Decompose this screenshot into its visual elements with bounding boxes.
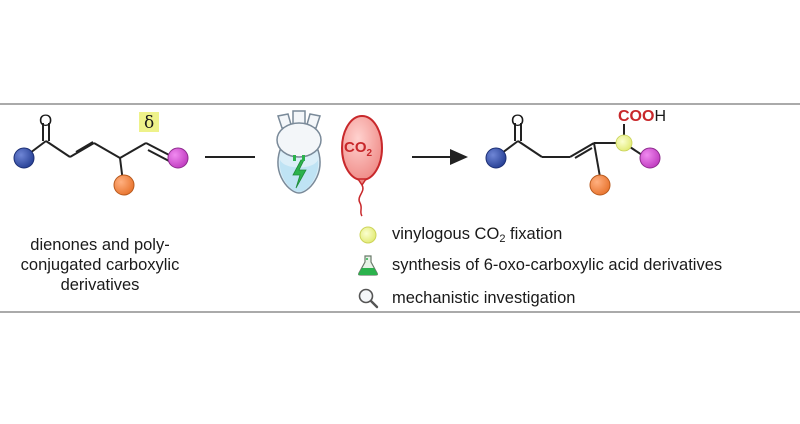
- magnifier-icon: [358, 288, 379, 309]
- reactant-caption-line-3: derivatives: [60, 276, 140, 294]
- feature-synthesis-text: synthesis of 6-oxo-carboxylic acid deriv…: [392, 255, 723, 274]
- substituent-blue: [13, 147, 35, 169]
- feature-mechanistic-text: mechanistic investigation: [392, 288, 576, 307]
- reactant-caption: dienones and poly- conjugated carboxylic…: [0, 235, 200, 295]
- product-ketone-o: O: [511, 111, 524, 130]
- feature-vinylogous-text: vinylogous CO2 fixation: [392, 225, 563, 245]
- reactant-caption-line-1: dienones and poly-: [30, 236, 170, 254]
- balloon-co2-label: CO2: [344, 139, 373, 159]
- vinylogous-site-highlight: [615, 134, 633, 152]
- product-substituent-magenta: [639, 147, 661, 169]
- co2-balloon-icon: [341, 115, 383, 217]
- delta-highlight: [139, 112, 159, 132]
- substituent-orange: [113, 174, 135, 196]
- delta-label: δ: [144, 113, 154, 133]
- substituent-magenta: [167, 147, 189, 169]
- product-substituent-blue: [485, 147, 507, 169]
- product-cooh: COOH: [618, 108, 666, 125]
- yellow-circle-icon: [359, 226, 377, 244]
- feature-synthesis: synthesis of 6-oxo-carboxylic acid deriv…: [356, 254, 722, 276]
- product-substituent-orange: [589, 174, 611, 196]
- reactant-ketone-o: O: [39, 111, 52, 130]
- reactant-structure: [25, 123, 174, 183]
- feature-mechanistic: mechanistic investigation: [356, 287, 575, 309]
- electro-flask-icon: [276, 110, 322, 194]
- reactant-caption-line-2: conjugated carboxylic: [20, 256, 180, 274]
- flask-icon: [358, 255, 378, 276]
- feature-vinylogous: vinylogous CO2 fixation: [356, 224, 562, 246]
